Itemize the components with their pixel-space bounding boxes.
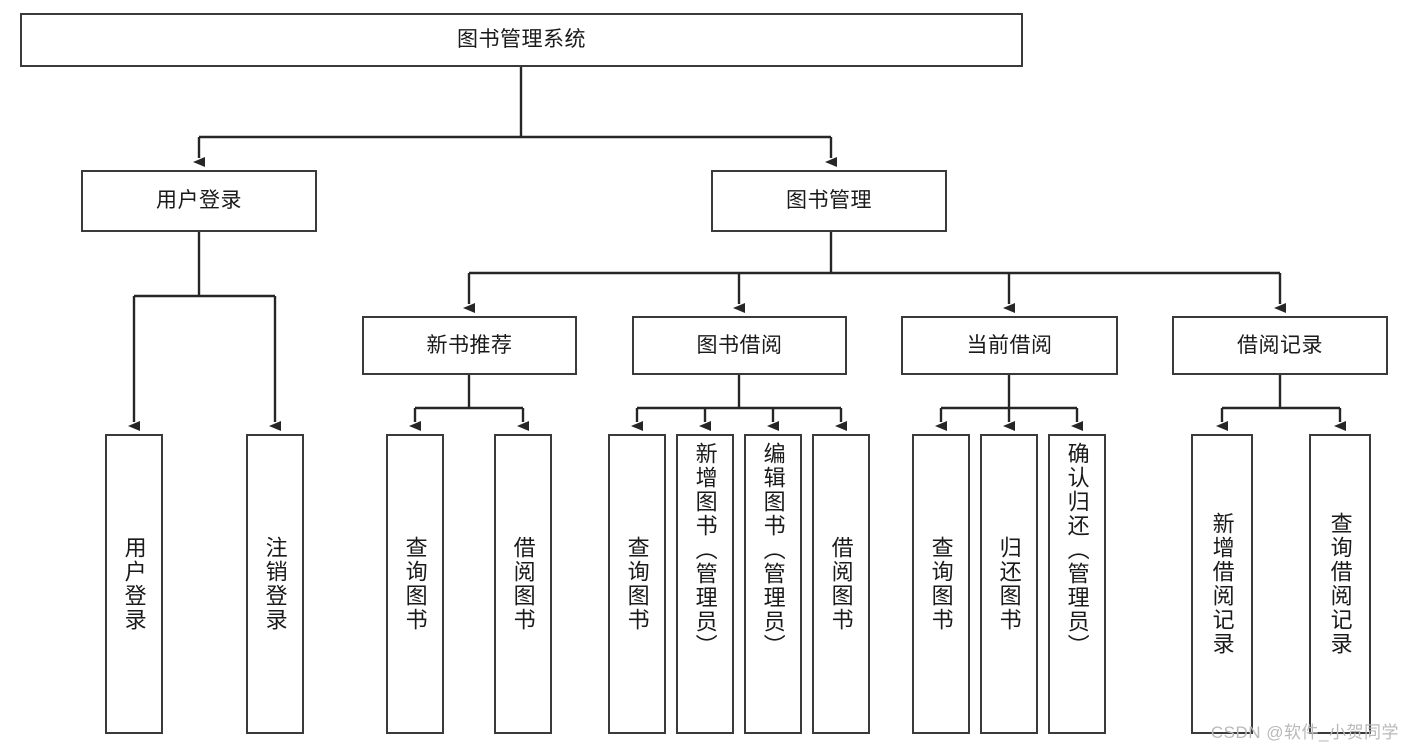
node-label: 新增借阅记录: [1209, 512, 1235, 656]
leaf-query-book-current[interactable]: 查询图书: [912, 434, 970, 734]
node-label: 图书管理: [786, 189, 872, 213]
leaf-borrow-book[interactable]: 借阅图书: [812, 434, 870, 734]
node-label: 编辑图书（管理员）: [760, 442, 786, 658]
leaf-user-login[interactable]: 用户登录: [105, 434, 163, 734]
leaf-query-book-recommend[interactable]: 查询图书: [386, 434, 444, 734]
node-label: 注销登录: [262, 536, 288, 632]
node-label: 图书借阅: [696, 333, 783, 357]
node-label: 查询图书: [624, 536, 650, 632]
leaf-query-borrow-record[interactable]: 查询借阅记录: [1309, 434, 1371, 734]
node-new-book-recommend[interactable]: 新书推荐: [362, 316, 577, 375]
node-label: 用户登录: [156, 189, 242, 213]
leaf-query-book-borrow[interactable]: 查询图书: [608, 434, 666, 734]
node-label: 确认归还（管理员）: [1064, 442, 1090, 658]
leaf-borrow-book-recommend[interactable]: 借阅图书: [494, 434, 552, 734]
node-label: 当前借阅: [966, 333, 1053, 357]
leaf-add-borrow-record[interactable]: 新增借阅记录: [1191, 434, 1253, 734]
node-user-login[interactable]: 用户登录: [81, 170, 317, 232]
watermark: CSDN @软件_小贺同学: [1210, 723, 1399, 742]
node-label: 借阅图书: [510, 536, 536, 632]
node-label: 查询图书: [928, 536, 954, 632]
leaf-confirm-return-admin[interactable]: 确认归还（管理员）: [1048, 434, 1106, 734]
node-current-borrow[interactable]: 当前借阅: [901, 316, 1118, 375]
leaf-return-book[interactable]: 归还图书: [980, 434, 1038, 734]
node-label: 查询借阅记录: [1327, 512, 1353, 656]
node-book-management[interactable]: 图书管理: [711, 170, 947, 232]
node-label: 图书管理系统: [457, 28, 586, 52]
node-label: 借阅图书: [828, 536, 854, 632]
node-root-book-management-system[interactable]: 图书管理系统: [20, 13, 1023, 67]
leaf-edit-book-admin[interactable]: 编辑图书（管理员）: [744, 434, 802, 734]
node-label: 新书推荐: [426, 333, 513, 357]
node-book-borrow[interactable]: 图书借阅: [632, 316, 847, 375]
node-label: 借阅记录: [1237, 333, 1323, 357]
node-label: 新增图书（管理员）: [692, 442, 718, 658]
node-label: 查询图书: [402, 536, 428, 632]
node-borrow-record[interactable]: 借阅记录: [1172, 316, 1388, 375]
node-label: 归还图书: [996, 536, 1022, 632]
leaf-logout[interactable]: 注销登录: [246, 434, 304, 734]
leaf-add-book-admin[interactable]: 新增图书（管理员）: [676, 434, 734, 734]
node-label: 用户登录: [121, 536, 147, 632]
